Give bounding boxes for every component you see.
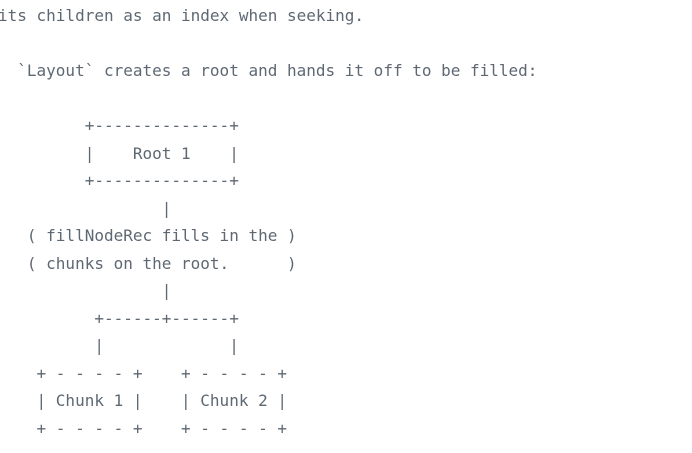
layout-intro-text: `Layout` creates a root and hands it off…: [0, 61, 538, 80]
paragraph-fragment-text: its children as an index when seeking.: [0, 6, 365, 25]
ascii-tree-diagram: +--------------+ | Root 1 | +-----------…: [26, 116, 297, 438]
